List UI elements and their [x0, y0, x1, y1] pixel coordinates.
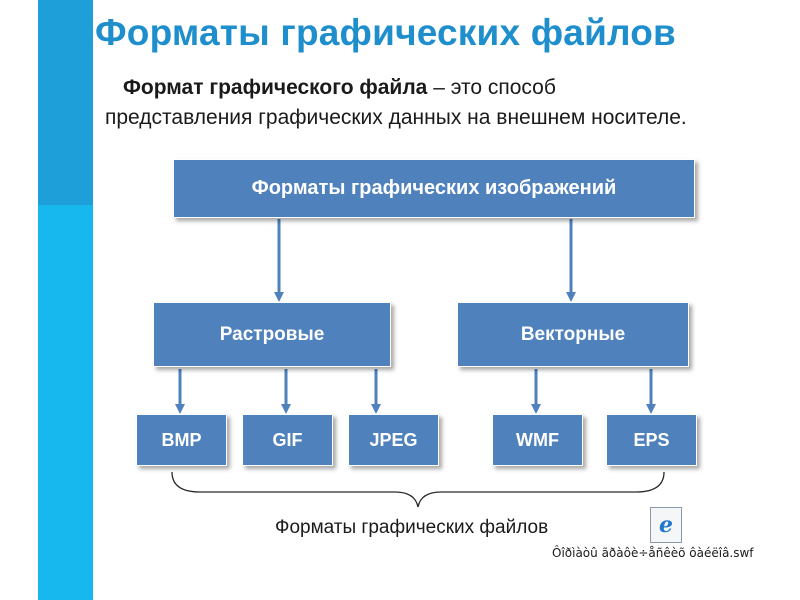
side-bar-top: [38, 0, 93, 205]
definition-rest: – это способ: [427, 76, 556, 99]
brace-label: Форматы графических файлов: [275, 517, 549, 538]
definition-term: Формат графического файла: [123, 76, 428, 99]
node-format-bmp: BMP: [136, 414, 227, 466]
attachment-file-name[interactable]: Ôîðìàòû ãðàôè÷åñêèõ ôàéëîâ.swf: [552, 546, 754, 560]
node-raster: Растровые: [153, 302, 391, 367]
definition-line2: представления графических данных на внеш…: [105, 106, 687, 129]
definition-text: Формат графического файла – это способ п…: [105, 73, 795, 133]
node-format-gif: GIF: [242, 414, 333, 466]
node-vector: Векторные: [457, 302, 689, 367]
ie-glyph: e: [659, 512, 673, 538]
slide-title: Форматы графических файлов: [95, 12, 676, 53]
node-format-wmf: WMF: [492, 414, 583, 466]
node-format-eps: EPS: [606, 414, 697, 466]
node-format-jpeg: JPEG: [348, 414, 439, 466]
formats-brace: [171, 471, 665, 508]
side-bar-bottom: [38, 205, 93, 600]
root-node-image-formats: Форматы графических изображений: [173, 159, 695, 218]
ie-file-icon[interactable]: e: [650, 507, 682, 543]
